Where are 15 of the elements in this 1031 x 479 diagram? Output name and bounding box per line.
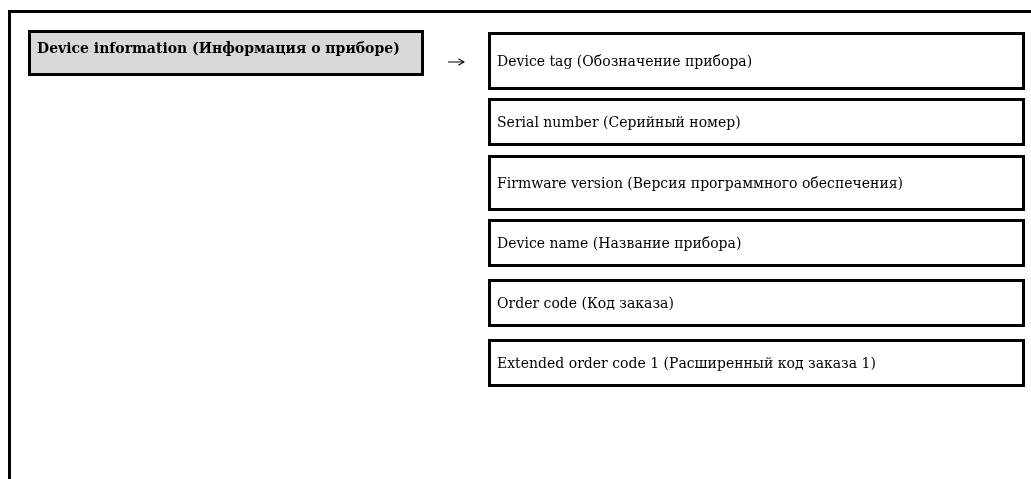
box-label: Device name (Название прибора): [497, 233, 742, 253]
arrow: [447, 58, 465, 66]
box-label: Extended order code 1 (Расширенный код заказа 1): [497, 353, 876, 373]
box-label: Device tag (Обозначение прибора): [497, 51, 753, 71]
parameter-box: [488, 32, 1025, 90]
menu-header-box: [28, 30, 424, 76]
box-label: Order code (Код заказа): [497, 293, 674, 313]
box-label: Device information (Информация о приборе): [37, 39, 400, 58]
box-label: Serial number (Серийный номер): [497, 112, 741, 132]
parameter-box: [488, 98, 1025, 146]
parameter-box: [488, 219, 1025, 267]
parameter-box: [488, 279, 1025, 327]
box-label: Firmware version (Версия программного обеспечения): [497, 173, 904, 193]
parameter-box: [488, 155, 1025, 211]
parameter-box: [488, 339, 1025, 387]
